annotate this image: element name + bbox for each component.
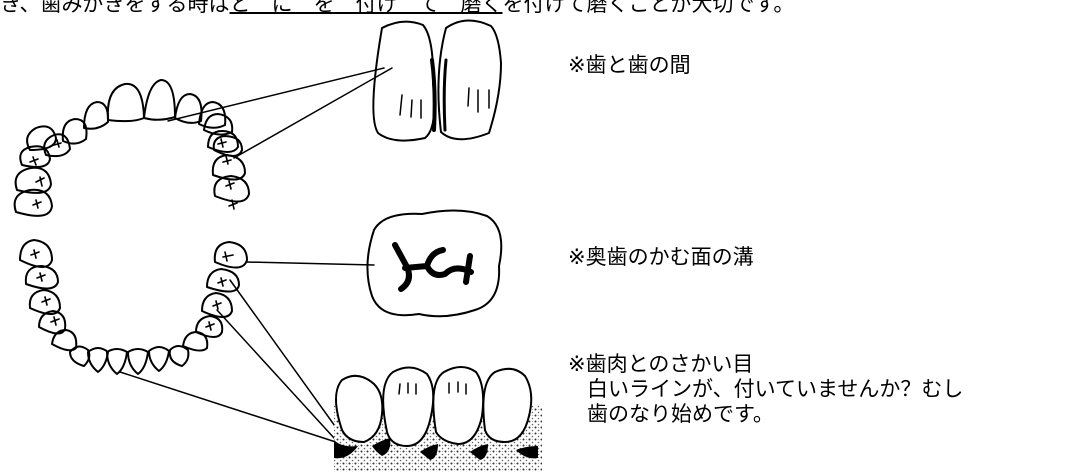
lower-leader-lines [119, 261, 375, 451]
upper-arch [13, 79, 250, 217]
top-text-before: き、歯みがきをする時は [0, 0, 230, 16]
label-molar-grooves: ※奥歯のかむ面の溝 [568, 245, 754, 269]
gum-closeup [334, 366, 542, 472]
label-gum-boundary-block: ※歯肉とのさかい目 白いラインが、付いていませんか？むし 歯のなり始めです。 [568, 352, 963, 428]
upper-leader-lines [167, 67, 393, 159]
front-teeth-closeup [372, 19, 502, 142]
top-text-after: を付けて磨くことが大切です。 [502, 0, 795, 16]
lower-arch [19, 239, 248, 375]
incisor-left-closeup [372, 20, 436, 142]
molar-closeup [366, 209, 503, 318]
upper-incisor-left [106, 82, 145, 123]
gum-boundary-note-line1: 白いラインが、付いていませんか？むし [587, 377, 964, 402]
incisor-right-closeup [437, 19, 502, 141]
gum-boundary-note-line2: 歯のなり始めです。 [587, 402, 774, 427]
upper-incisor-right [143, 79, 176, 121]
top-cropped-text: き、歯みがきをする時はと に を 付け て 磨くを付けて磨くことが大切です。 [0, 0, 794, 18]
label-between-teeth: ※歯と歯の間 [568, 53, 691, 77]
top-text-underlined: と に を 付け て 磨く [229, 0, 503, 16]
label-gum-boundary: ※歯肉とのさかい目 [568, 352, 754, 376]
